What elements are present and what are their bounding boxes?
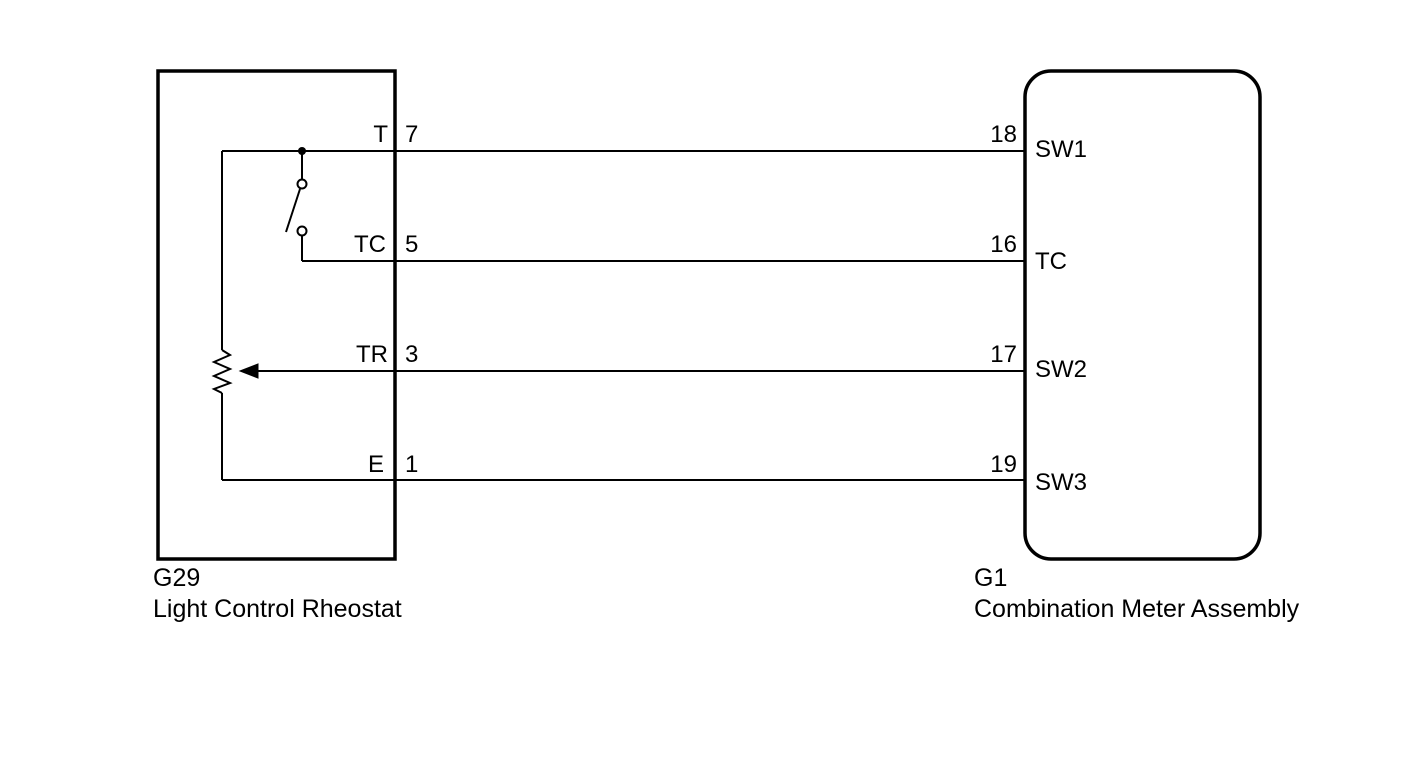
left-component-name: Light Control Rheostat xyxy=(153,595,402,623)
switch-blade xyxy=(285,188,301,233)
pin-name-t: T xyxy=(373,121,388,148)
pin-name-tc-left: TC xyxy=(354,231,386,258)
pin-number-7: 7 xyxy=(405,121,418,148)
pin-name-sw1: SW1 xyxy=(1035,136,1087,163)
rheostat-box xyxy=(156,69,397,561)
resistor-symbol xyxy=(211,349,233,394)
left-component-code: G29 xyxy=(153,564,200,592)
right-component-code: G1 xyxy=(974,564,1007,592)
pin-name-e: E xyxy=(368,451,384,478)
pin-number-16: 16 xyxy=(990,231,1017,258)
pin-number-19: 19 xyxy=(990,451,1017,478)
pin-number-3: 3 xyxy=(405,341,418,368)
switch-contact-top xyxy=(296,178,308,190)
pin-name-tr: TR xyxy=(356,341,388,368)
pin-name-sw2: SW2 xyxy=(1035,356,1087,383)
right-component-name: Combination Meter Assembly xyxy=(974,595,1300,623)
pin-name-tc-right: TC xyxy=(1035,248,1067,275)
combination-meter-box xyxy=(1023,69,1262,561)
wiper-arrow-icon xyxy=(238,363,259,379)
pin-number-1: 1 xyxy=(405,451,418,478)
pin-number-5: 5 xyxy=(405,231,418,258)
rheostat-internal-circuit xyxy=(211,147,395,481)
switch-contact-bottom xyxy=(296,225,308,237)
pin-name-sw3: SW3 xyxy=(1035,469,1087,496)
pin-number-17: 17 xyxy=(990,341,1017,368)
pin-number-18: 18 xyxy=(990,121,1017,148)
